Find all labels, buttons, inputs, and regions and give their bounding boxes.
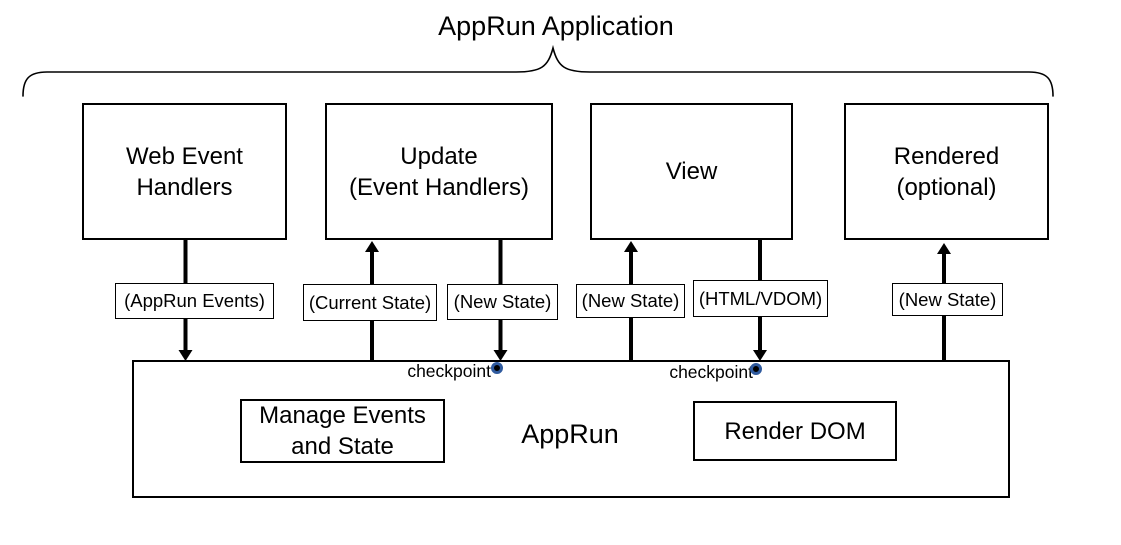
box-label-line: Manage Events (259, 402, 426, 429)
box-label-line: (optional) (896, 173, 997, 201)
box-label-line: Rendered (893, 142, 1000, 170)
flow-label-new-state-rendered: (New State) (892, 283, 1003, 316)
box-web-event-handlers: Web Event Handlers (82, 103, 287, 240)
box-rendered-optional: Rendered (optional) (844, 103, 1049, 240)
flow-label-new-state-view: (New State) (576, 284, 685, 318)
apprun-application-brace (22, 44, 1054, 97)
box-label-line: Update (400, 142, 478, 170)
arrowhead-down-html-vdom (753, 350, 767, 361)
flow-label-html-vdom: (HTML/VDOM) (693, 280, 828, 317)
box-label-line: View (665, 158, 718, 185)
checkpoint-label-right: checkpoint (669, 362, 753, 382)
box-view: View (590, 103, 793, 240)
arrowhead-up-new-state-rendered (937, 243, 951, 254)
box-label-line: Web Event (126, 142, 243, 170)
box-label-line: (Event Handlers) (348, 173, 530, 201)
box-render-dom: Render DOM (693, 401, 897, 461)
box-manage-events-and-state: Manage Events and State (240, 399, 445, 463)
box-label-line: and State (291, 433, 394, 460)
box-label-line: Render DOM (724, 417, 866, 445)
arrowhead-down-apprun-events (178, 350, 193, 361)
box-apprun-runtime: Manage Events and State AppRun Render DO… (132, 360, 1010, 498)
flow-label-current-state: (Current State) (303, 284, 437, 321)
diagram-title: AppRun Application (438, 11, 674, 41)
box-label-line: Handlers (136, 173, 233, 201)
apprun-runtime-label: AppRun (521, 419, 619, 449)
checkpoint-dot-right (750, 363, 762, 375)
arrowhead-up-current-state (365, 241, 379, 252)
flow-label-apprun-events: (AppRun Events) (115, 283, 274, 319)
box-update-event-handlers: Update (Event Handlers) (325, 103, 553, 240)
flow-label-new-state-update: (New State) (447, 284, 558, 320)
checkpoint-label-left: checkpoint (407, 361, 491, 381)
arrowhead-up-new-state-view (624, 241, 638, 252)
arrowhead-down-new-state-update (493, 350, 508, 361)
checkpoint-dot-left (491, 362, 503, 374)
